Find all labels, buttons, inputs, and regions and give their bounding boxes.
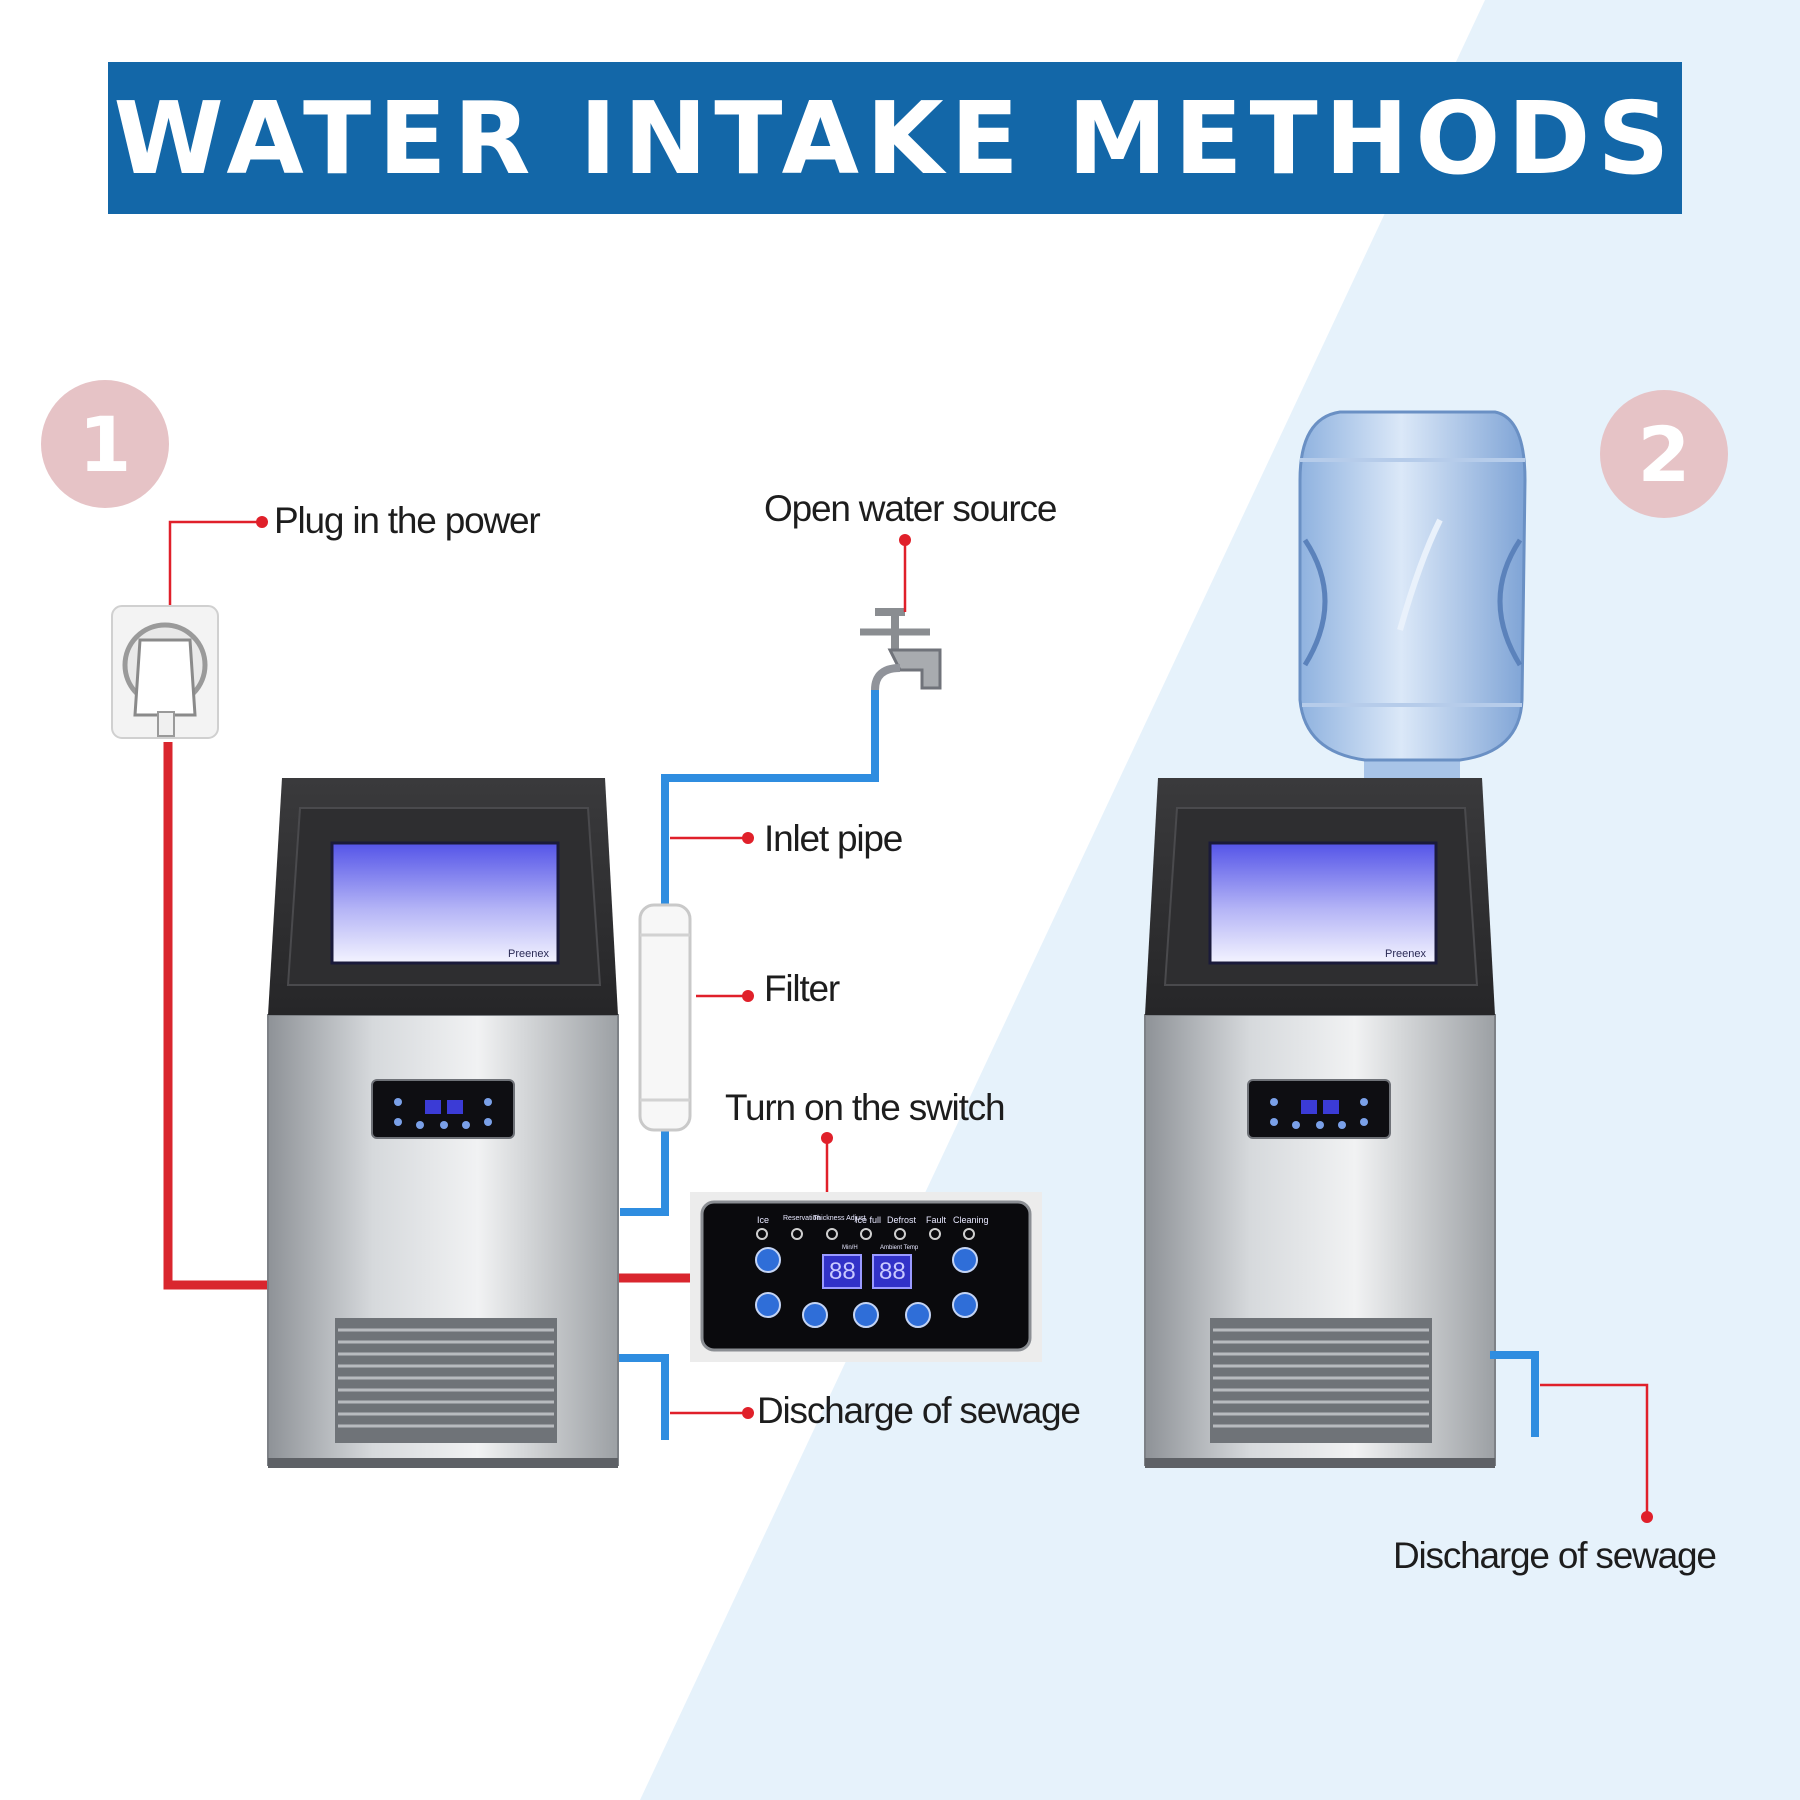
control-panel-closeup	[690, 1192, 1042, 1362]
drain-pipe-right	[1490, 1351, 1539, 1437]
power-cable	[163, 742, 700, 1290]
panel-indicator-ice: Ice	[757, 1215, 770, 1225]
panel-display-temp: 88	[879, 1258, 906, 1285]
inlet-pointer	[670, 832, 754, 844]
drain-pipe-left	[610, 1354, 669, 1440]
panel-indicator-thickness: Thickness Adjust	[813, 1215, 866, 1222]
label-discharge-right: Discharge of sewage	[1393, 1535, 1717, 1576]
label-open-water: Open water source	[764, 488, 1057, 529]
wall-socket-icon	[111, 605, 219, 739]
ice-machine-left	[267, 778, 619, 1468]
switch-pointer	[821, 1132, 833, 1195]
ice-machine-right	[1144, 778, 1496, 1468]
discharge-pointer-right	[1540, 1383, 1653, 1523]
step-1-badge: 1	[41, 380, 169, 508]
brand-mark-left: Preenex	[508, 948, 549, 960]
label-filter: Filter	[764, 968, 840, 1009]
open-water-pointer	[899, 534, 911, 612]
faucet-icon	[860, 608, 942, 691]
label-plug-power: Plug in the power	[274, 500, 541, 541]
label-discharge-left: Discharge of sewage	[757, 1390, 1081, 1431]
panel-indicator-defrost: Defrost	[887, 1215, 917, 1225]
panel-indicator-reservation: Reservation	[783, 1215, 821, 1222]
panel-display-label-time: Min/H	[842, 1245, 858, 1251]
water-bottle-icon	[1298, 410, 1527, 778]
filter-pointer	[696, 990, 754, 1002]
panel-indicator-fault: Fault	[926, 1215, 947, 1225]
panel-indicator-cleaning: Cleaning	[953, 1215, 989, 1225]
brand-mark-right: Preenex	[1385, 948, 1426, 960]
filter-cartridge	[638, 903, 692, 1132]
inlet-pipe	[620, 690, 879, 1216]
plug-pointer	[168, 516, 268, 612]
page-title: WATER INTAKE METHODS	[113, 79, 1677, 197]
label-turn-on-switch: Turn on the switch	[725, 1087, 1006, 1128]
label-inlet-pipe: Inlet pipe	[764, 818, 903, 859]
step-2-badge: 2	[1600, 390, 1728, 518]
panel-indicator-ice-full: Ice full	[855, 1215, 882, 1225]
panel-display-label-temp: Ambient Temp	[880, 1245, 919, 1251]
panel-display-time: 88	[829, 1258, 856, 1285]
discharge-pointer-left	[670, 1407, 754, 1419]
title-banner: WATER INTAKE METHODS	[108, 62, 1682, 214]
